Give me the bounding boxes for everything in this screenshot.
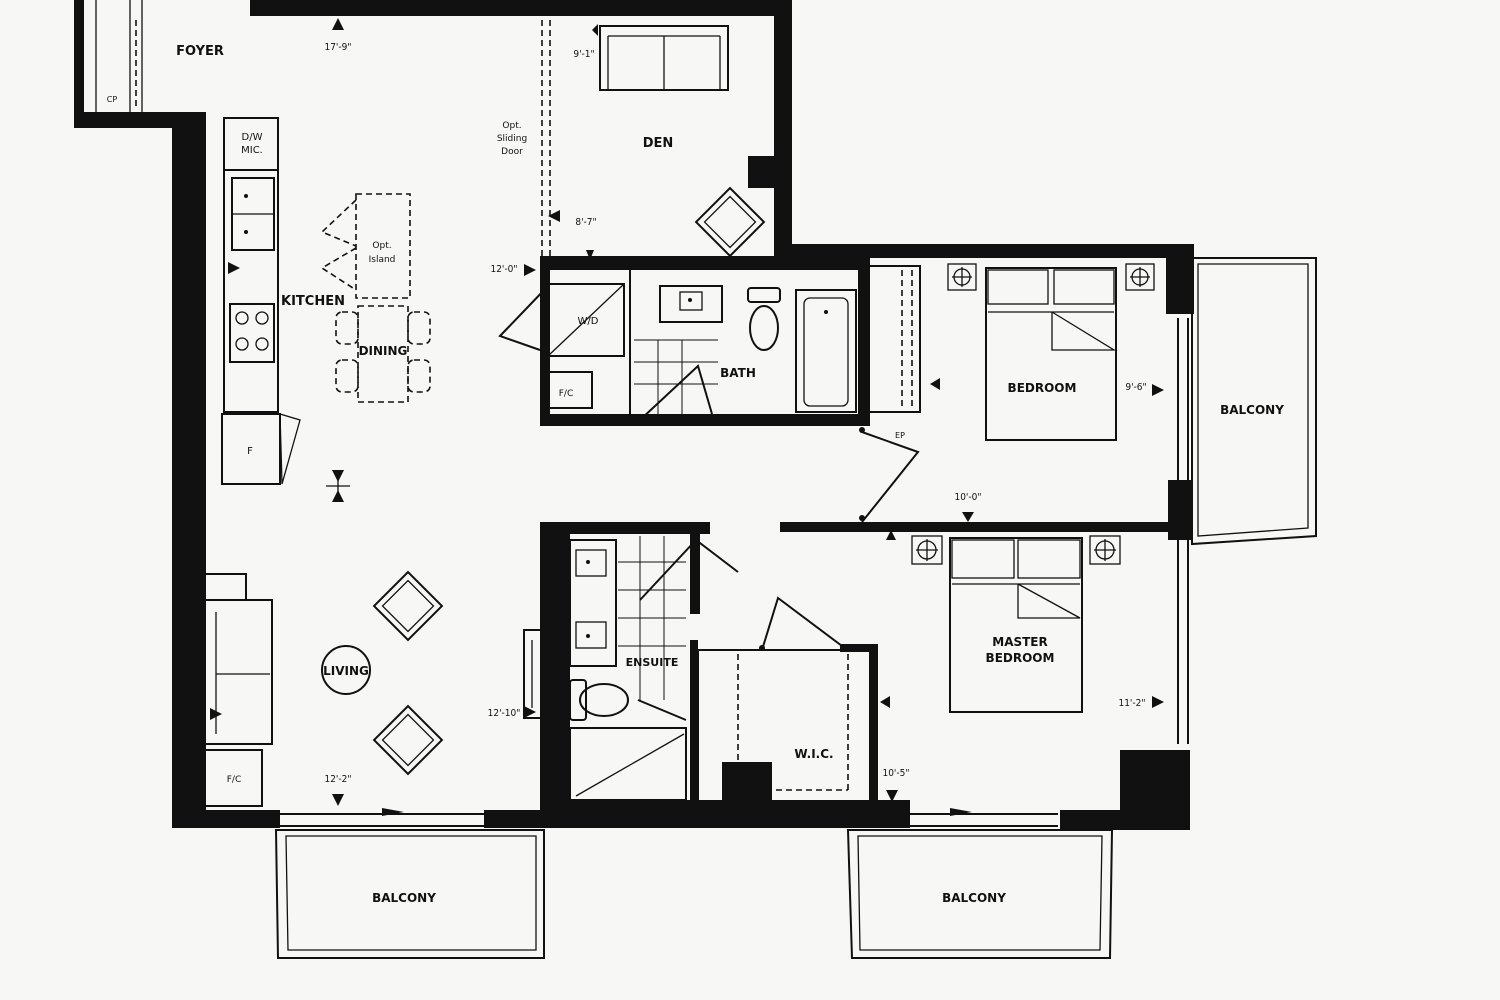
bathtub: [795, 289, 857, 413]
furnace-closet-bath: [547, 371, 593, 409]
opt-sliding-door-label-3: Door: [501, 147, 523, 157]
mic-label: MIC.: [241, 145, 263, 156]
south-balcony-right: BALCONY: [846, 808, 1114, 959]
bath-toilet: [747, 287, 781, 351]
room-label-bedroom: BEDROOM: [1008, 381, 1077, 395]
master-nightstand-left: [911, 535, 943, 565]
den-area: Opt. Sliding Door DEN 9'-1" 8'-7": [497, 20, 766, 260]
dim-living-depth: 12'-10": [488, 708, 521, 719]
master-nightstand-right: [1089, 535, 1121, 565]
room-label-balcony-east: BALCONY: [1220, 403, 1284, 417]
master-bed: [949, 537, 1083, 713]
kitchen-stove: [229, 303, 275, 363]
furnace-closet-living: [203, 749, 263, 807]
room-label-balcony-south-left: BALCONY: [372, 891, 436, 905]
bedroom-area: BEDROOM 9'-6" 10'-0" EP: [859, 263, 1164, 523]
room-label-dining: DINING: [359, 344, 408, 358]
room-label-wic: W.I.C.: [794, 747, 833, 761]
ensuite-shower: [569, 727, 687, 801]
dim-den-width: 9'-1": [573, 49, 594, 60]
ceiling-marker-icon: [326, 470, 350, 502]
foyer-area: CP FOYER 17'-9": [95, 0, 352, 112]
dim-bedroom-depth: 9'-6": [1125, 382, 1146, 393]
living-armchair-top: [372, 570, 444, 642]
fc-living-label: F/C: [227, 775, 242, 785]
walls: [74, 0, 1194, 830]
bedroom-nightstand-right: [1125, 263, 1155, 291]
dw-label: D/W: [242, 132, 263, 143]
dim-kitchen: 12'-0": [490, 264, 517, 275]
dim-living-width: 12'-2": [324, 774, 351, 785]
bath-area: W/D F/C BATH: [498, 270, 857, 421]
bedroom-bed: [985, 267, 1117, 441]
bedroom-closet: [867, 265, 921, 413]
living-badge: [321, 645, 371, 695]
east-balcony-area: BALCONY: [1177, 257, 1317, 744]
room-label-den: DEN: [643, 136, 674, 151]
living-sofa: [203, 573, 273, 745]
master-bedroom-area: MASTER BEDROOM 11'-2" 10'-5": [880, 530, 1164, 802]
dw-mic: [223, 117, 279, 171]
room-label-bath: BATH: [720, 366, 756, 380]
bath-vanity: [659, 285, 723, 323]
opt-sliding-door-label-2: Sliding: [497, 134, 527, 144]
living-armchair-bottom: [372, 704, 444, 776]
ensuite-area: ENSUITE: [569, 536, 739, 801]
dim-master-width: 10'-5": [882, 768, 909, 779]
opt-island-label-1: Opt.: [372, 241, 391, 251]
ep-label: EP: [895, 431, 905, 440]
closet-label-cp: CP: [107, 95, 118, 104]
ensuite-vanity: [569, 539, 617, 667]
room-label-living: LIVING: [323, 664, 369, 678]
fridge-label: F: [247, 446, 253, 457]
room-label-kitchen: KITCHEN: [281, 294, 345, 309]
living-area: F/C LIVING 12'-10" 12'-2": [203, 470, 543, 807]
room-label-master-1: MASTER: [992, 635, 1048, 649]
room-label-balcony-south-right: BALCONY: [942, 891, 1006, 905]
dim-bedroom-width: 10'-0": [954, 492, 981, 503]
dim-den-depth: 8'-7": [575, 217, 596, 228]
dim-master-depth: 11'-2": [1118, 698, 1145, 709]
room-label-master-2: BEDROOM: [986, 651, 1055, 665]
dining-area: DINING: [335, 305, 431, 403]
wd-label: W/D: [578, 316, 599, 327]
ensuite-toilet: [569, 679, 629, 721]
bedroom-nightstand-left: [947, 263, 977, 291]
dining-table: [357, 305, 409, 403]
washer-dryer: [547, 283, 625, 357]
fridge: [221, 413, 281, 485]
fc-bath-label: F/C: [559, 389, 574, 399]
south-balcony-left: BALCONY: [274, 808, 545, 959]
den-armchair: [694, 186, 766, 258]
room-label-ensuite: ENSUITE: [626, 656, 679, 669]
room-label-foyer: FOYER: [176, 44, 224, 59]
opt-sliding-door-label-1: Opt.: [502, 121, 521, 131]
dim-foyer-width: 17'-9": [324, 42, 351, 53]
opt-island-label-2: Island: [369, 255, 396, 265]
wic-area: W.I.C.: [697, 596, 871, 807]
kitchen-area: D/W MIC. F KITCHEN Opt. Island 12'-0": [221, 117, 536, 485]
